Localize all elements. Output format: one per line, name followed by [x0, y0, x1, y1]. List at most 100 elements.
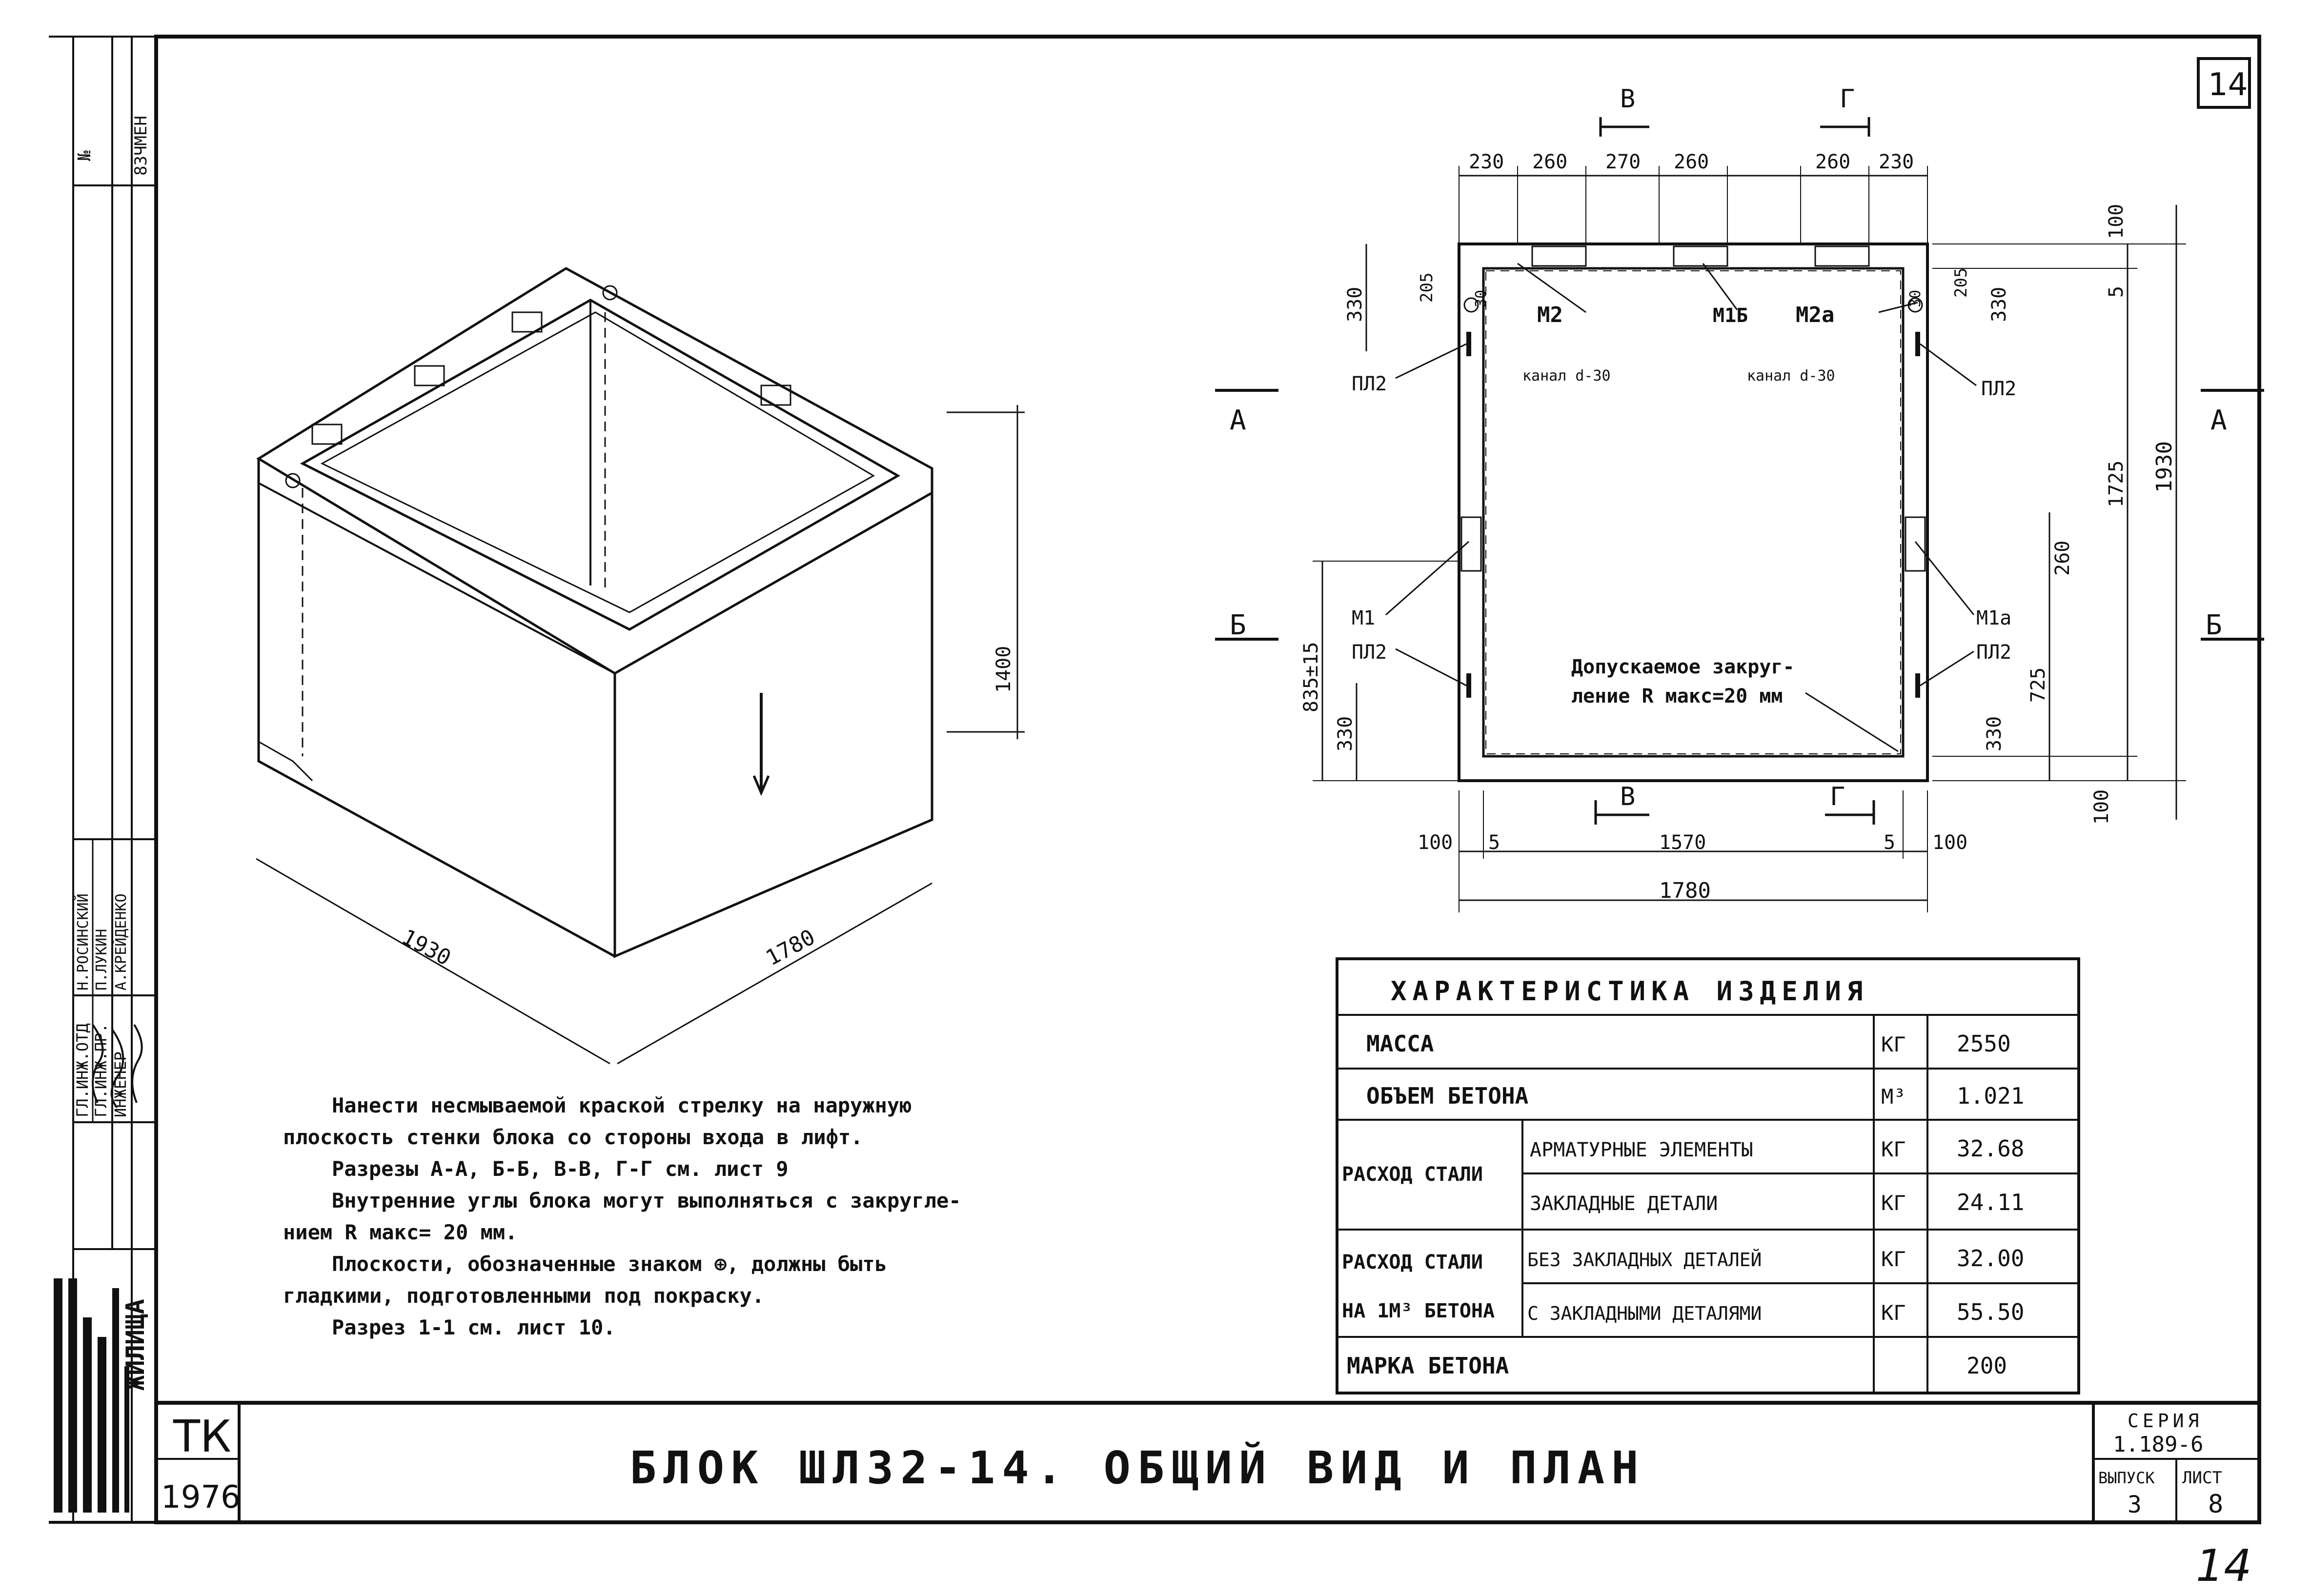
spec-row-6-unit: КГ — [1881, 1301, 1906, 1325]
plan-right-dim-8: 100 — [2090, 789, 2113, 825]
section-b-left: Б — [1230, 609, 1246, 641]
spec-row-2-unit: М³ — [1881, 1085, 1906, 1109]
spec-row-6-sub: С ЗАКЛАДНЫМИ ДЕТАЛЯМИ — [1527, 1303, 1762, 1324]
section-a-right: А — [2210, 404, 2227, 436]
signature-3 — [131, 1024, 143, 1103]
plan-overall-bottom: 1780 — [1659, 878, 1711, 903]
title-tk: ТК — [173, 1411, 231, 1462]
plan-left-dim-5: 330 — [1334, 716, 1357, 751]
note-line-7: гладкими, подготовленными под покраску. — [283, 1284, 764, 1308]
rounding-note-1: Допускаемое закруг- — [1571, 656, 1795, 678]
iso-dim-height: 1400 — [993, 646, 1015, 693]
plan-left-dim-1: 330 — [1344, 287, 1366, 322]
plan-bottom-dim-1: 100 — [1418, 831, 1453, 854]
title-main: БЛОК ШЛ32-14. ОБЩИЙ ВИД И ПЛАН — [629, 1441, 1645, 1494]
spec-row-4-sub: ЗАКЛАДНЫЕ ДЕТАЛИ — [1530, 1192, 1718, 1215]
plan-left-dim-3: 30 — [1473, 290, 1490, 307]
spec-row-5-sub: БЕЗ ЗАКЛАДНЫХ ДЕТАЛЕЙ — [1527, 1249, 1762, 1271]
plan-bottom-dim-2: 5 — [1488, 831, 1500, 854]
plan-top-dim-4: 260 — [1674, 151, 1709, 173]
handwritten-page-number: 14 — [2196, 1540, 2252, 1592]
role-3: ИНЖЕНЕР — [111, 1051, 130, 1117]
plan-right-small-2: 330 — [1988, 287, 2010, 322]
spec-table: ХАРАКТЕРИСТИКА ИЗДЕЛИЯ МАССА КГ 2550 ОБЪ… — [1336, 957, 2080, 1394]
logo-mark — [54, 1278, 129, 1513]
plan-bottom-dim-3: 1570 — [1659, 831, 1706, 854]
label-pl2-bl: ПЛ2 — [1352, 641, 1387, 664]
section-a-left: А — [1230, 404, 1246, 436]
title-block: ТК 1976 БЛОК ШЛ32-14. ОБЩИЙ ВИД И ПЛАН С… — [156, 1403, 2259, 1522]
note-line-5: нием R макс= 20 мм. — [283, 1220, 517, 1244]
plan-left-dim-4: 835±15 — [1300, 642, 1322, 713]
strip-no-value: 83ЧМЕН — [131, 116, 151, 176]
label-m1a: М1а — [1976, 607, 2011, 629]
section-b-right: Б — [2206, 609, 2222, 641]
spec-row-2-value: 1.021 — [1957, 1083, 2024, 1109]
spec-row-1-value: 2550 — [1957, 1030, 2011, 1057]
section-g-top: Г — [1840, 84, 1855, 114]
note-line-4: Внутренние углы блока могут выполняться … — [332, 1189, 961, 1212]
label-m1b: М1Б — [1713, 304, 1748, 327]
plan-left-dim-2: 205 — [1417, 273, 1437, 303]
spec-row-3-value: 32.68 — [1957, 1135, 2024, 1162]
spec-row-3-sub: АРМАТУРНЫЕ ЭЛЕМЕНТЫ — [1530, 1139, 1753, 1161]
series-value: 1.189-6 — [2113, 1432, 2203, 1457]
plan-top-dim-6: 230 — [1879, 151, 1914, 173]
spec-row-5-label: РАСХОД СТАЛИ — [1342, 1251, 1483, 1273]
plan-top-dim-2: 260 — [1532, 151, 1567, 173]
plan-right-dim-7: 330 — [1983, 716, 2006, 751]
spec-row-3-unit: КГ — [1881, 1137, 1906, 1161]
plan-right-dim-1: 100 — [2105, 204, 2128, 239]
label-pl2-tl: ПЛ2 — [1352, 373, 1387, 395]
title-year: 1976 — [161, 1479, 241, 1515]
section-g-bottom: Г — [1830, 782, 1845, 811]
iso-dim-width: 1930 — [398, 925, 455, 971]
spec-row-6-label: НА 1М³ БЕТОНА — [1342, 1300, 1495, 1322]
rounding-note-2: ление R макс=20 мм — [1571, 685, 1783, 707]
issue-label: ВЫПУСК — [2098, 1469, 2155, 1487]
plan-right-dim-6: 725 — [2027, 667, 2049, 703]
note-line-1: Нанести несмываемой краской стрелку на н… — [332, 1093, 912, 1117]
plan-right-dim-2: 5 — [2105, 286, 2128, 298]
series-label: СЕРИЯ — [2128, 1410, 2203, 1432]
spec-title: ХАРАКТЕРИСТИКА ИЗДЕЛИЯ — [1391, 976, 1868, 1007]
plan-right-dim-5: 260 — [2051, 541, 2074, 576]
section-v-top: В — [1620, 84, 1635, 114]
notes-block: Нанести несмываемой краской стрелку на н… — [283, 1093, 961, 1339]
isometric-view: 1400 1930 1780 — [256, 267, 1025, 1065]
spec-row-2-label: ОБЪЕМ БЕТОНА — [1366, 1083, 1528, 1109]
sheet-label: ЛИСТ — [2182, 1468, 2222, 1488]
plan-top-dim-1: 230 — [1469, 151, 1504, 173]
plan-right-small-1: 205 — [1951, 268, 1971, 298]
role-1: ГЛ.ИНЖ.ОТД — [73, 1023, 92, 1117]
spec-row-5-value: 32.00 — [1957, 1245, 2024, 1272]
signature-1 — [92, 1024, 104, 1103]
note-line-8: Разрез 1-1 см. лист 10. — [332, 1315, 616, 1339]
left-strip: № 83ЧМЕН ГЛ.ИНЖ.ОТД ГЛ.ИНЖ.ПР. ИНЖЕНЕР Н… — [54, 116, 151, 1513]
corner-sheet-box: 14 — [2197, 57, 2251, 109]
label-pl2-tr: ПЛ2 — [1981, 378, 2016, 400]
spec-row-7-label: МАРКА БЕТОНА — [1347, 1353, 1509, 1379]
note-line-6: Плоскости, обозначенные знаком ⊕, должны… — [332, 1252, 887, 1276]
issue-value: 3 — [2128, 1491, 2142, 1518]
label-m1: М1 — [1352, 607, 1375, 629]
spec-row-5-unit: КГ — [1881, 1247, 1906, 1271]
plan-bottom-dim-4: 5 — [1884, 831, 1895, 854]
plan-bottom-dim-5: 100 — [1932, 831, 1967, 854]
note-line-2: плоскость стенки блока со стороны входа … — [283, 1125, 863, 1149]
label-m2: М2 — [1537, 303, 1563, 327]
corner-sheet-number: 14 — [2208, 67, 2248, 103]
spec-row-1-label: МАССА — [1366, 1030, 1434, 1057]
plan-top-dim-3: 270 — [1605, 151, 1641, 173]
section-v-bottom: В — [1620, 782, 1635, 811]
signature-2 — [110, 1029, 124, 1109]
sheet-value: 8 — [2208, 1490, 2223, 1519]
spec-row-1-unit: КГ — [1881, 1032, 1906, 1056]
spec-row-7-value: 200 — [1966, 1353, 2007, 1379]
spec-row-4-unit: КГ — [1881, 1191, 1906, 1215]
plan-right-dim-3: 1725 — [2105, 461, 2128, 507]
sheet-frame — [49, 35, 2261, 1524]
name-3: А.КРЕЙДЕНКО — [112, 893, 130, 990]
label-pl2-br: ПЛ2 — [1976, 641, 2011, 664]
